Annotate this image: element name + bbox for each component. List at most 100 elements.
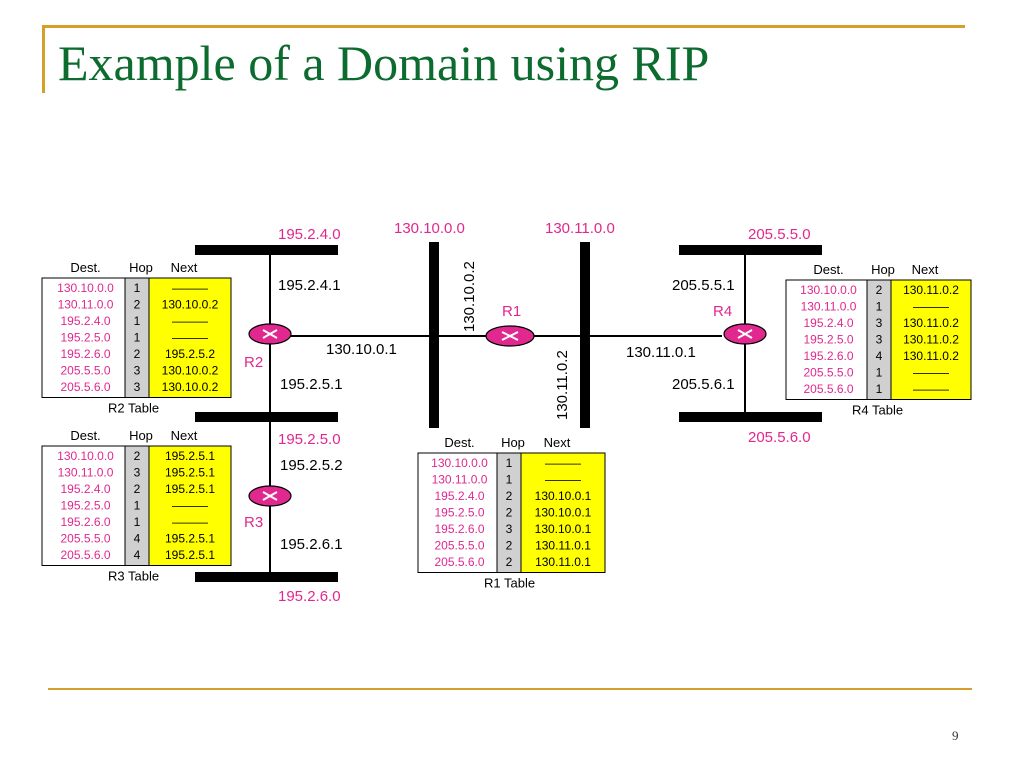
table-header-next: Next	[171, 428, 198, 443]
table-cell-dest: 195.2.5.0	[60, 331, 110, 345]
table-cell-hop: 2	[134, 482, 141, 496]
table-cell-next: 130.11.0.2	[903, 333, 959, 347]
table-cell-hop: 1	[134, 331, 141, 345]
table-header-dest: Dest.	[813, 262, 843, 277]
table-cell-dest: 195.2.5.0	[434, 506, 484, 520]
table-cell-hop: 2	[506, 555, 513, 569]
table-cell-dest: 130.11.0.0	[58, 298, 114, 312]
table-cell-hop: 1	[134, 515, 141, 529]
table-cell-next: 130.10.0.2	[162, 380, 219, 394]
table-cell-dest: 205.5.5.0	[60, 364, 110, 378]
table-cell-next: ———	[545, 473, 581, 487]
network-label: 195.2.5.0	[278, 431, 341, 448]
table-cell-next: ———	[913, 382, 949, 396]
router-label-r3: R3	[244, 514, 263, 531]
table-header-next: Next	[171, 260, 198, 275]
segment-195-2-6-0	[195, 572, 338, 582]
table-cell-dest: 195.2.6.0	[60, 515, 110, 529]
table-cell-dest: 195.2.5.0	[803, 333, 853, 347]
links	[269, 255, 746, 572]
table-cell-next: 195.2.5.1	[165, 449, 215, 463]
table-cell-dest: 195.2.6.0	[803, 349, 853, 363]
table-cell-next: 195.2.5.1	[165, 548, 215, 562]
table-cell-next: 195.2.5.2	[165, 347, 215, 361]
table-cell-dest: 205.5.5.0	[60, 532, 110, 546]
table-cell-hop: 3	[134, 364, 141, 378]
table-cell-hop: 4	[876, 349, 883, 363]
interface-label: 130.10.0.2	[461, 261, 478, 332]
table-border	[417, 452, 606, 573]
table-cell-next: 195.2.5.1	[165, 466, 215, 480]
segment-205-5-6-0	[679, 412, 822, 422]
segment-130-10-0-0	[429, 242, 439, 428]
network-label: 130.10.0.0	[394, 220, 465, 237]
table-cell-next: 130.11.0.1	[535, 539, 591, 553]
table-cell-hop: 1	[506, 456, 513, 470]
dest-column	[418, 453, 497, 573]
table-header-dest: Dest.	[70, 260, 100, 275]
interface-label: 130.10.0.1	[326, 341, 397, 358]
table-cell-next: 130.10.0.2	[162, 364, 219, 378]
network-label: 205.5.6.0	[748, 429, 811, 446]
table-border	[41, 277, 232, 398]
table-cell-next: ———	[172, 515, 208, 529]
table-header-hop: Hop	[129, 260, 153, 275]
network-label: 195.2.6.0	[278, 588, 341, 605]
table-cell-hop: 3	[876, 316, 883, 330]
table-cell-hop: 1	[134, 314, 141, 328]
top-accent-line	[42, 25, 965, 28]
table-cell-hop: 2	[134, 449, 141, 463]
table-cell-dest: 130.11.0.0	[58, 466, 114, 480]
table-cell-hop: 1	[876, 366, 883, 380]
interface-label: 195.2.6.1	[280, 536, 343, 553]
table-cell-hop: 3	[134, 380, 141, 394]
table-cell-dest: 130.10.0.0	[800, 283, 857, 297]
table-cell-dest: 205.5.6.0	[803, 382, 853, 396]
interface-label: 130.11.0.1	[626, 344, 696, 361]
table-cell-dest: 205.5.6.0	[60, 380, 110, 394]
next-column	[149, 446, 231, 566]
table-cell-hop: 2	[506, 506, 513, 520]
table-cell-next: ———	[913, 300, 949, 314]
table-cell-next: ———	[172, 281, 208, 295]
table-cell-dest: 195.2.4.0	[60, 314, 110, 328]
next-column	[891, 280, 971, 400]
routing-table-r2: Dest. Hop Next 130.10.0.0 1 ——— 130.11.0.0 2 130…	[41, 260, 232, 416]
router-label-r2: R2	[244, 354, 263, 371]
interface-label: 195.2.5.1	[280, 376, 343, 393]
table-cell-next: ———	[172, 331, 208, 345]
table-cell-hop: 2	[134, 298, 141, 312]
interface-label: 195.2.4.1	[278, 277, 341, 294]
network-segments	[195, 242, 822, 582]
table-cell-hop: 3	[506, 522, 513, 536]
table-cell-next: 130.10.0.1	[535, 489, 592, 503]
table-header-next: Next	[544, 435, 571, 450]
footer-line	[48, 688, 972, 690]
network-label: 205.5.5.0	[748, 226, 811, 243]
table-cell-dest: 130.10.0.0	[57, 281, 114, 295]
next-column	[149, 278, 231, 398]
dest-column	[42, 278, 125, 398]
hop-column	[867, 280, 891, 400]
interface-label: 130.11.0.2	[554, 350, 571, 420]
table-cell-hop: 1	[876, 382, 883, 396]
table-caption: R1 Table	[484, 576, 535, 591]
table-cell-dest: 205.5.6.0	[60, 548, 110, 562]
dest-column	[786, 280, 867, 400]
table-cell-hop: 3	[876, 333, 883, 347]
table-cell-next: 130.11.0.2	[903, 316, 959, 330]
table-cell-dest: 195.2.4.0	[434, 489, 484, 503]
table-cell-hop: 2	[134, 347, 141, 361]
table-border	[785, 279, 972, 400]
hop-column	[497, 453, 521, 573]
table-cell-dest: 130.11.0.0	[801, 300, 857, 314]
table-cell-hop: 1	[134, 499, 141, 513]
network-label: 195.2.4.0	[278, 226, 341, 243]
segment-195-2-5-0	[195, 412, 338, 422]
table-cell-next: ———	[545, 456, 581, 470]
table-cell-hop: 1	[134, 281, 141, 295]
table-cell-next: 130.11.0.1	[535, 555, 591, 569]
table-header-hop: Hop	[501, 435, 525, 450]
